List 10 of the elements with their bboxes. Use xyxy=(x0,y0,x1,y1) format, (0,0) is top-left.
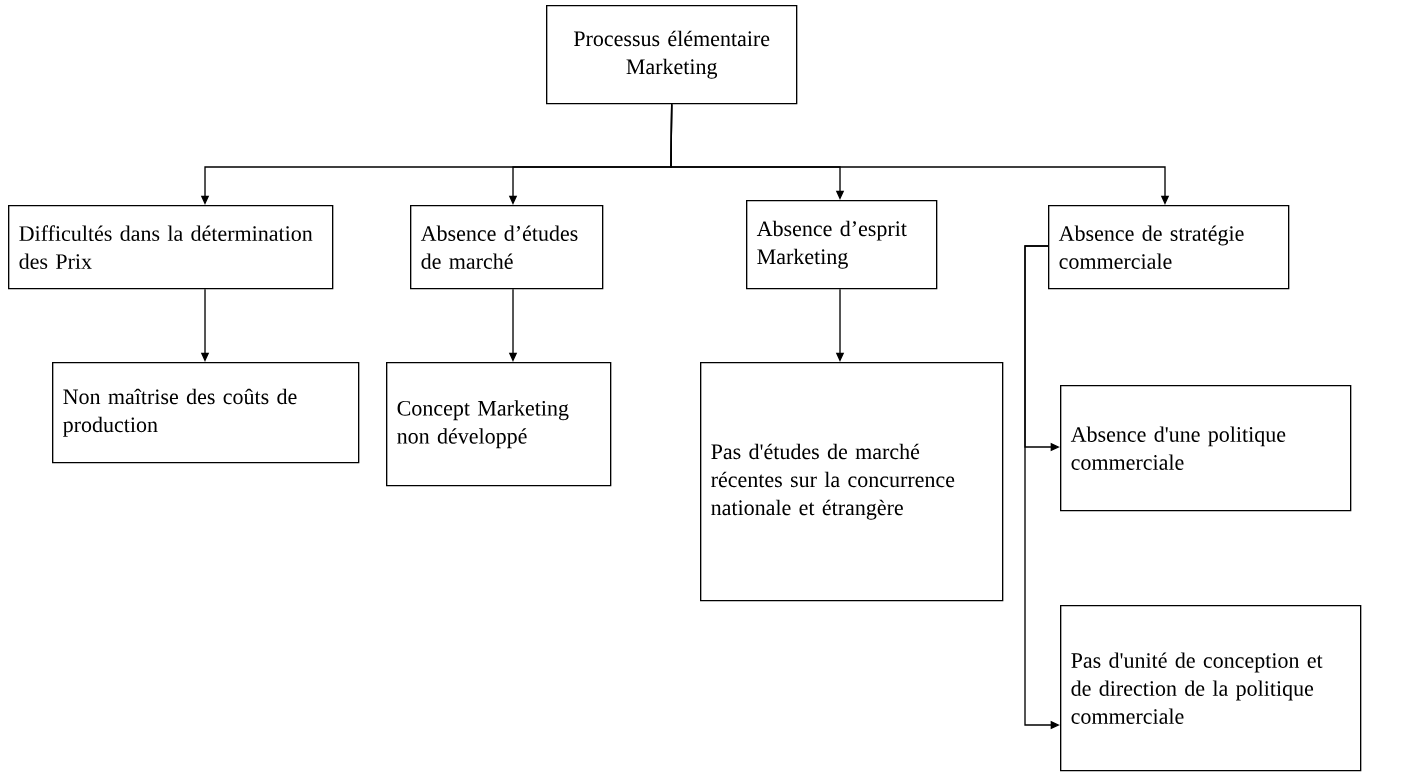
process-box: Absence d’esprit Marketing xyxy=(746,200,938,290)
process-box: Non maîtrise des coûts de production xyxy=(52,362,360,464)
process-box: Absence d'une politique commerciale xyxy=(1060,385,1352,512)
process-box: Processus élémentaire Marketing xyxy=(546,5,798,105)
process-box: Pas d'unité de conception et de direction de la politique commerciale xyxy=(1060,605,1362,772)
process-box: Difficultés dans la détermination des Prix xyxy=(8,205,334,290)
process-box: Absence de stratégie commerciale xyxy=(1048,205,1290,290)
process-box: Absence d’études de marché xyxy=(410,205,604,290)
process-box: Concept Marketing non développé xyxy=(386,362,612,487)
process-box: Pas d'études de marché récentes sur la concurrence nationale et étrangère xyxy=(700,362,1004,602)
